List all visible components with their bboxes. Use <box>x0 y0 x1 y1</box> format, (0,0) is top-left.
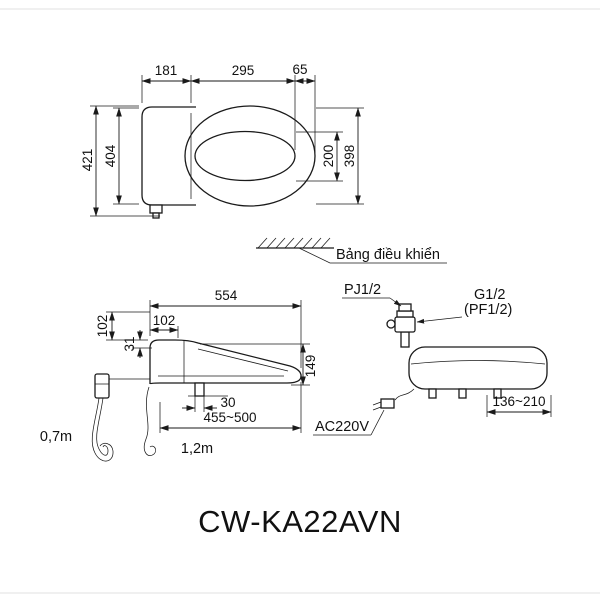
pj12-callout: PJ1/2 <box>342 282 402 307</box>
g12-callout: G1/2 (PF1/2) <box>416 287 512 324</box>
dim-side-554: 554 <box>215 288 238 303</box>
side-view-seat <box>149 339 302 385</box>
dim-side-31: 31 <box>122 336 137 351</box>
dim-side-102-vertical: 102 <box>95 315 110 338</box>
front-view-dimensions: 136~210 <box>486 394 552 417</box>
side-view-foot <box>194 382 205 397</box>
top-view-dimensions-horizontal: 181 295 65 <box>141 62 316 153</box>
front-view-foot-left <box>428 388 437 399</box>
ac220v-callout: AC220V <box>313 409 385 436</box>
front-view: PJ1/2 G1/2 (PF1/2) AC220V 136~210 <box>313 282 552 436</box>
front-view-seat <box>408 346 548 390</box>
side-view: 0,7m 1,2m 554 102 102 31 <box>40 288 318 462</box>
dim-top-181: 181 <box>155 63 178 78</box>
side-view-lid-seam <box>197 348 289 372</box>
wall-hatch-icon <box>256 237 334 249</box>
top-view-body <box>141 106 196 206</box>
dim-top-295: 295 <box>232 63 255 78</box>
front-view-lid-seam <box>410 360 546 365</box>
supply-hose <box>91 397 114 462</box>
dim-side-455-500: 455~500 <box>204 410 257 425</box>
control-panel-callout: Bảng điều khiển <box>256 237 447 264</box>
dim-top-404: 404 <box>103 144 118 167</box>
supply-top-label: PJ1/2 <box>344 282 381 298</box>
hose-length-label: 0,7m <box>40 429 72 445</box>
power-plug-icon <box>372 398 395 411</box>
dim-top-200: 200 <box>321 145 336 168</box>
front-view-foot-right <box>493 388 502 399</box>
dim-side-102-horizontal: 102 <box>153 313 176 328</box>
cord-length-label: 1,2m <box>181 441 213 457</box>
control-panel-leader <box>298 247 447 264</box>
top-view-tab <box>149 204 163 214</box>
front-view-foot-middle <box>458 388 467 399</box>
control-panel-label: Bảng điều khiển <box>336 247 440 263</box>
dim-front-136-210: 136~210 <box>493 394 546 409</box>
dim-side-30: 30 <box>220 395 235 410</box>
top-view-bowl-opening <box>194 130 296 182</box>
shutoff-valve <box>386 303 416 348</box>
top-view-dimensions-left: 404 421 <box>80 105 160 217</box>
dim-side-149: 149 <box>303 355 318 378</box>
power-cord-front <box>394 388 415 401</box>
top-view-dimensions-right: 200 398 <box>296 107 364 205</box>
power-label: AC220V <box>315 419 369 435</box>
top-view: 181 295 65 404 421 200 398 <box>80 62 364 219</box>
supply-thread-label: G1/2 <box>474 287 505 303</box>
dim-top-421: 421 <box>80 149 95 172</box>
top-view-tab-inner <box>152 212 160 219</box>
side-view-dimensions: 554 102 102 31 149 30 <box>95 288 318 433</box>
power-cord-side <box>143 386 156 456</box>
dim-top-398: 398 <box>342 145 357 168</box>
water-strainer <box>94 373 110 399</box>
supply-thread-alt-label: (PF1/2) <box>464 302 512 318</box>
page-title: CW-KA22AVN <box>198 504 402 539</box>
dim-top-65: 65 <box>292 62 307 77</box>
top-view-lid <box>184 105 316 207</box>
